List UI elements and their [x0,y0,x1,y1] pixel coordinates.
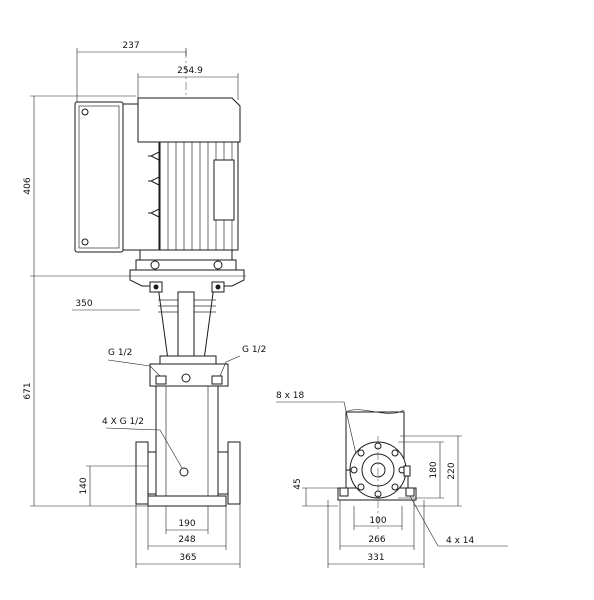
dim-254-9: 254.9 [177,66,203,76]
dim-190: 190 [178,519,195,529]
dim-671: 671 [23,382,33,399]
dim-406: 406 [23,177,33,194]
pump-head [129,269,245,387]
dim-180: 180 [429,461,439,478]
pump-sleeve [135,385,241,507]
dim-220: 220 [447,462,457,479]
dim-100: 100 [369,516,386,526]
dim-140: 140 [79,477,89,494]
label-4x-g-half: 4 X G 1/2 [102,417,144,427]
label-8x18: 8 x 18 [276,391,305,401]
label-g-half-left: G 1/2 [108,348,132,358]
dim-331: 331 [367,553,384,563]
dim-248: 248 [178,535,195,545]
dim-365: 365 [179,553,196,563]
dim-237: 237 [122,41,139,51]
dim-45: 45 [293,478,303,489]
dimension-lines-front [30,48,246,568]
plan-view: 8 x 18 180 220 45 100 266 331 4 x 14 [276,391,508,568]
front-view: 237 254.9 406 350 671 140 190 248 365 G … [23,41,266,568]
dim-266: 266 [368,535,385,545]
motor-body [135,97,241,271]
dimension-lines-plan [276,401,508,568]
label-g-half-right: G 1/2 [242,345,266,355]
label-4x14: 4 x 14 [446,536,475,546]
dim-350: 350 [75,299,92,309]
